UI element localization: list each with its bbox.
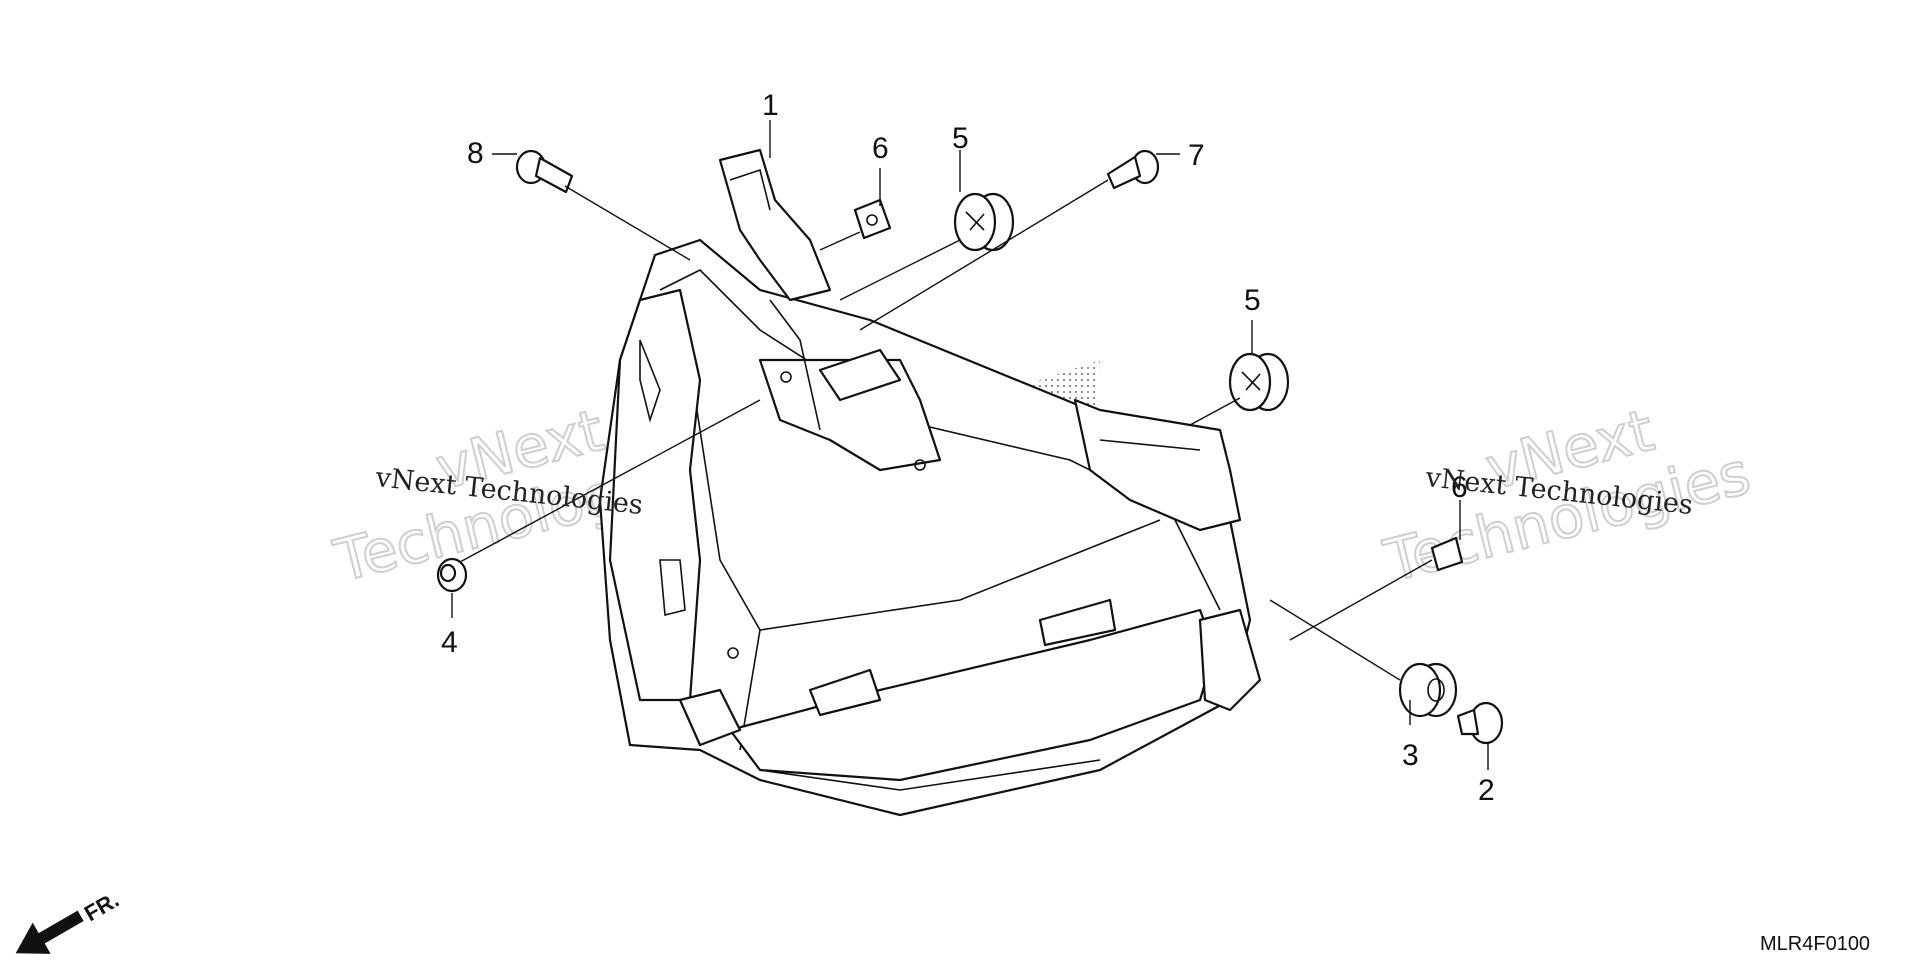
grommet-part-3 (1398, 662, 1458, 718)
diagram-code: MLR4F0100 (1760, 933, 1870, 955)
callout-7: 7 (1188, 139, 1205, 172)
grommet-part-5-top (953, 192, 1015, 252)
bolt-part-8 (515, 149, 574, 194)
leader-lines (451, 120, 1489, 770)
front-direction-label: FR. (80, 887, 123, 926)
headlight-assembly (598, 148, 1262, 817)
clip-part-6-right (1430, 536, 1464, 572)
callout-4: 4 (441, 626, 458, 659)
callout-1: 1 (762, 89, 779, 122)
bolt-part-7 (1106, 149, 1160, 190)
callout-3: 3 (1402, 739, 1419, 772)
callout-2: 2 (1478, 774, 1495, 807)
callout-8: 8 (467, 137, 484, 170)
front-direction-arrow: FR. (15, 887, 123, 954)
nut-part-4 (436, 557, 468, 593)
callout-6-right: 6 (1451, 471, 1468, 504)
callout-6-top: 6 (872, 132, 889, 165)
collar-part-2 (1456, 701, 1504, 745)
grommet-part-5-right (1228, 352, 1290, 412)
callout-5-top: 5 (952, 122, 969, 155)
clip-part-6-top (853, 198, 892, 240)
callout-5-right: 5 (1244, 284, 1261, 317)
